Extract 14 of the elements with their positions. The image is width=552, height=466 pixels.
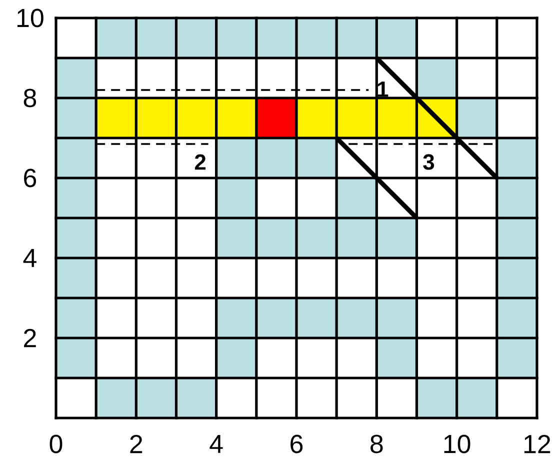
tick-label: 12 [524,434,550,454]
tick-label: 8 [370,434,383,454]
tick-label: 10 [17,8,44,28]
tick-label: 2 [130,434,142,454]
tick-label: 2 [24,328,36,348]
tick-label: 10 [444,434,470,454]
callout-number: 2 [194,154,206,170]
tick-label: 4 [23,249,36,267]
callout-number: 3 [423,154,434,170]
tick-label: 6 [24,168,36,188]
tick-label: 0 [50,434,62,454]
tick-label: 8 [24,88,36,108]
tick-label: 6 [290,434,303,454]
tick-label: 4 [210,435,223,453]
